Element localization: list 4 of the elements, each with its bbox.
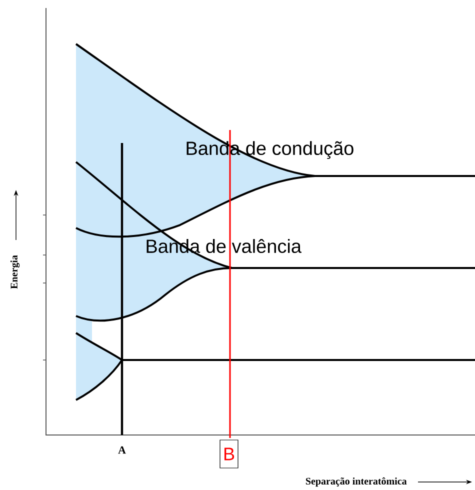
axis-label: A (118, 446, 126, 454)
axis-title: Separação interatômica (306, 477, 407, 487)
label-box: B (220, 440, 238, 468)
axis-title: Energia (10, 255, 20, 289)
